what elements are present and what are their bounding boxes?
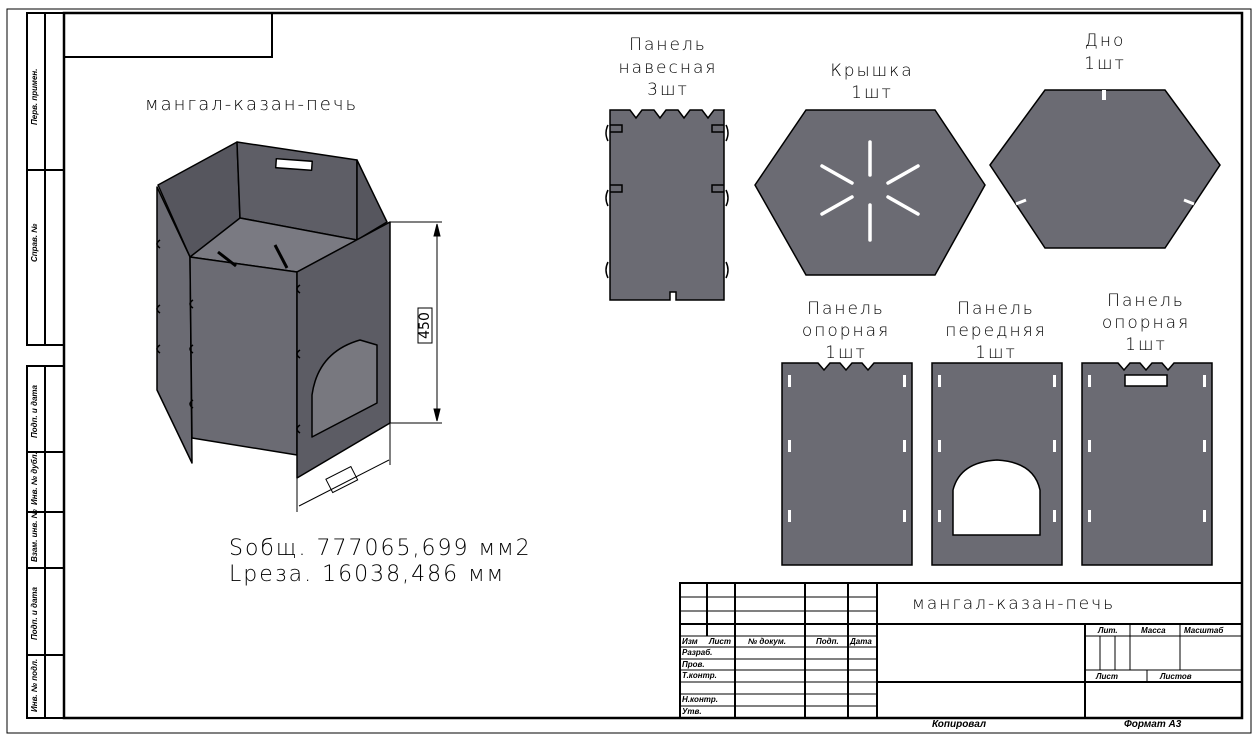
part-label: опорная [801, 321, 891, 341]
dimension-box [417, 307, 433, 344]
top-left-box [64, 13, 273, 58]
front-panel-part [931, 362, 1063, 566]
part-label: Панель [807, 299, 885, 319]
area-label: Sобщ. 777065,699 мм2 [229, 536, 532, 561]
dimension-lines [296, 221, 442, 512]
role-label: Разраб. [682, 648, 713, 657]
side-label: Перв. примен. [30, 68, 39, 125]
role-label: Утв. [682, 707, 702, 716]
fire-door-opening [311, 339, 378, 438]
side-label: Инв. № дубл. [30, 452, 39, 505]
side-label: Взам. инв. № [30, 509, 39, 562]
part-label: 1шт [851, 83, 893, 103]
side-label: Справ. № [30, 223, 39, 262]
mass-label: Масса [1141, 626, 1166, 635]
side-label: Подп. и дата [30, 385, 39, 438]
header-sign: Подп. [816, 637, 839, 646]
header-list: Лист [709, 637, 731, 646]
handle-slot [274, 158, 313, 171]
part-label: 1шт [1084, 54, 1126, 74]
lid-part [754, 109, 986, 276]
part-label: 1шт [1125, 335, 1167, 355]
header-izm: Изм [682, 637, 698, 646]
copied-label: Копировал [932, 719, 987, 730]
hanging-panel-part [605, 109, 729, 301]
sheet-label: Лист [1096, 672, 1118, 681]
left-panel [156, 186, 193, 464]
support-panel-right-part [1081, 362, 1213, 566]
outer-border [6, 8, 1252, 734]
role-label: Н.контр. [682, 695, 718, 704]
part-label: навесная [618, 58, 718, 78]
part-label: 1шт [975, 343, 1017, 363]
side-label: Инв. № подл. [30, 658, 39, 712]
title-block-grid [679, 582, 1243, 719]
part-label: передняя [945, 321, 1047, 341]
support-panel-left-part [781, 362, 913, 566]
part-label: Панель [957, 299, 1035, 319]
role-label: Т.контр. [682, 671, 717, 680]
part-label: Панель [629, 35, 707, 55]
lit-label: Лит. [1098, 626, 1118, 635]
part-label: опорная [1101, 313, 1191, 333]
title-block-title: мангал-казан-печь [912, 594, 1116, 614]
part-label: Дно [1084, 31, 1126, 51]
part-label: Панель [1107, 291, 1185, 311]
side-label: Подп. и дата [30, 587, 39, 640]
sheets-label: Листов [1160, 672, 1192, 681]
header-date: Дата [850, 637, 872, 646]
part-label: 3шт [647, 80, 689, 100]
isometric-view [156, 141, 391, 479]
drawing-title: мангал-казан-печь [145, 94, 359, 115]
format-label: Формат А3 [1124, 719, 1182, 730]
role-label: Пров. [682, 660, 705, 669]
side-strip [26, 12, 65, 719]
scale-label: Масштаб [1184, 626, 1224, 635]
front-panel [189, 256, 298, 456]
header-doc: № докум. [748, 637, 786, 646]
cut-length-label: Lреза. 16038,486 мм [229, 562, 506, 587]
bottom-part [989, 89, 1221, 249]
part-label: Крышка [830, 61, 914, 81]
part-label: 1шт [825, 343, 867, 363]
height-dimension: 450 [417, 312, 433, 339]
